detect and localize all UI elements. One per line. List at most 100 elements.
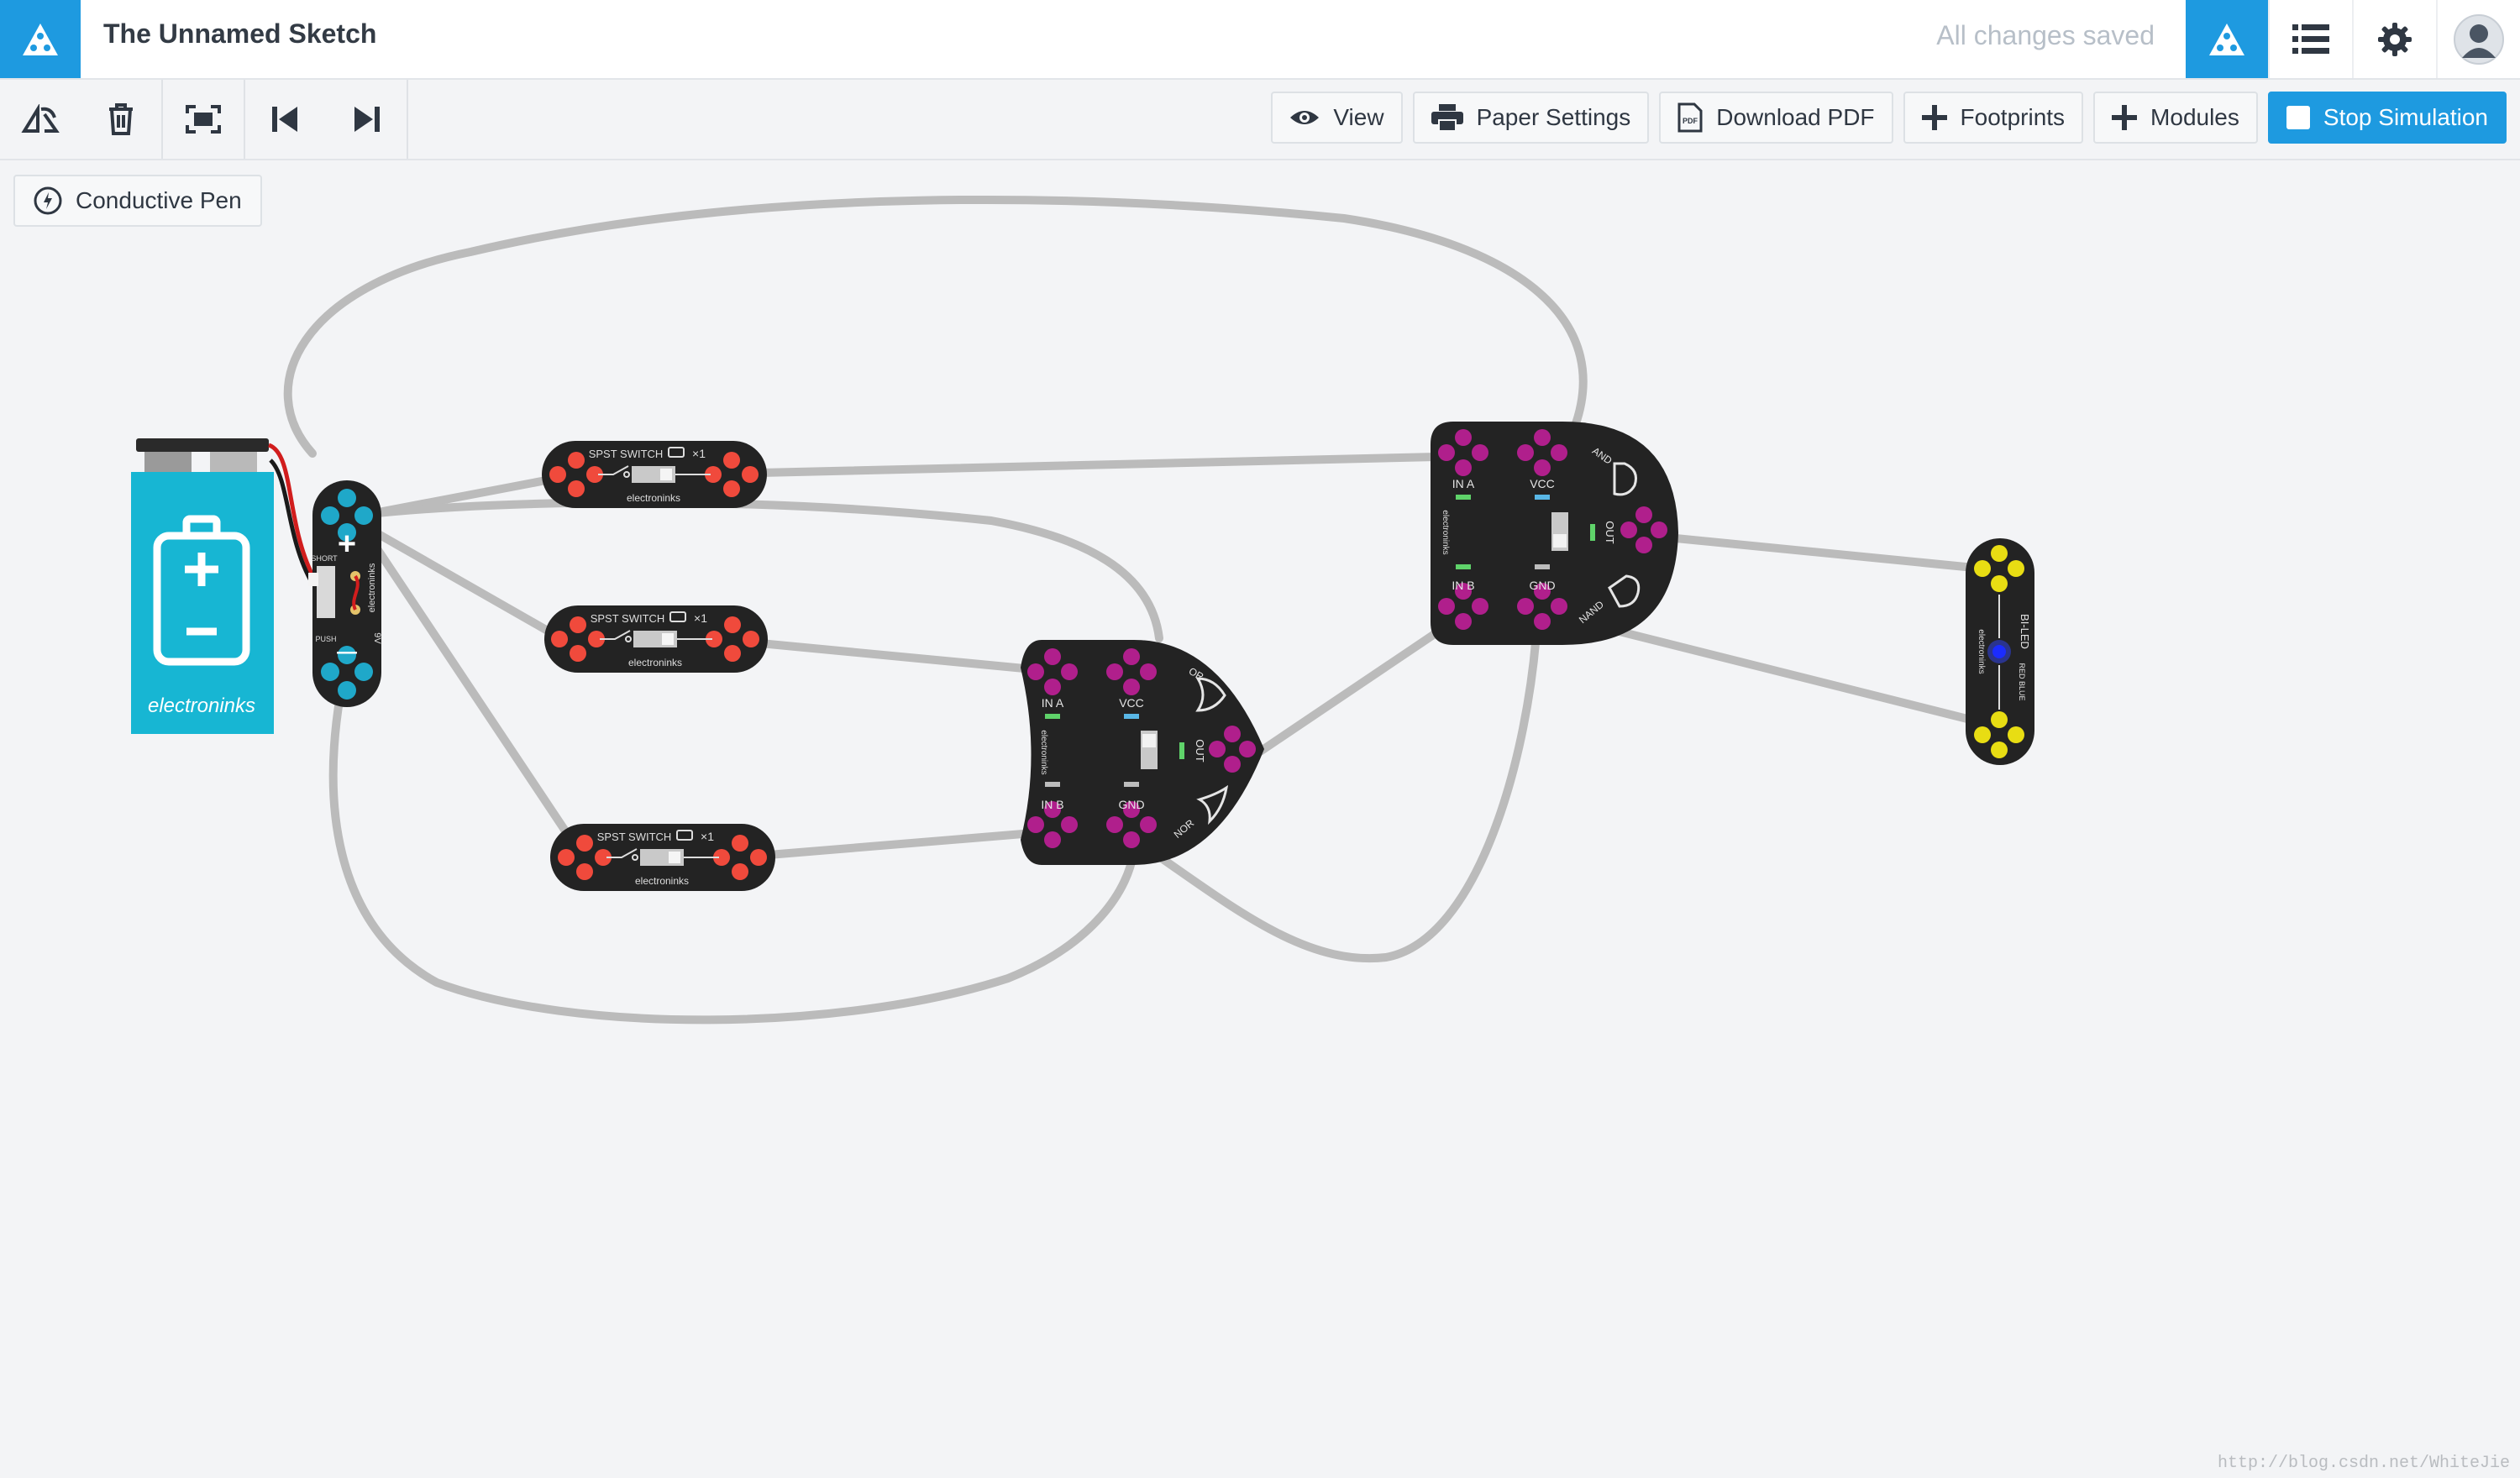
brand-label: electroninks — [628, 657, 682, 668]
wire[interactable] — [365, 525, 550, 634]
download-pdf-label: Download PDF — [1716, 104, 1875, 130]
power-module[interactable]: + — SHORT PUSH electroninks 9V — [308, 480, 382, 707]
settings-button[interactable] — [2352, 0, 2436, 78]
modules-button[interactable]: Modules — [2093, 92, 2258, 144]
logo-icon — [23, 23, 58, 55]
pad — [321, 489, 373, 700]
brand-label: electroninks — [635, 875, 689, 887]
user-avatar-icon — [2454, 13, 2504, 65]
conductive-pen-button[interactable]: Conductive Pen — [13, 175, 262, 227]
rotate-button[interactable] — [0, 80, 81, 159]
skip-back-icon — [272, 107, 297, 132]
list-icon — [2292, 24, 2329, 54]
stop-square-icon — [2286, 106, 2310, 129]
switch-label: SPST SWITCH — [591, 612, 665, 625]
brand-label: electroninks — [627, 492, 680, 504]
wire[interactable] — [1609, 626, 1978, 725]
wire[interactable] — [365, 498, 1163, 642]
in-a-label: IN A — [1042, 696, 1064, 710]
download-pdf-button[interactable]: PDF Download PDF — [1659, 92, 1893, 144]
pad — [1027, 648, 1256, 848]
wire[interactable] — [283, 195, 1588, 458]
spst-switch-2[interactable]: SPST SWITCH ×1 electroninks — [544, 605, 768, 673]
pad — [1974, 545, 2024, 758]
view-label: View — [1333, 104, 1384, 130]
gnd-label: GND — [1118, 798, 1144, 811]
toolbar-divider — [244, 80, 245, 159]
switch-label: SPST SWITCH — [589, 448, 664, 460]
fit-to-screen-button[interactable] — [163, 80, 244, 159]
circuit-canvas[interactable]: electroninks + — SHORT PUSH electroninks… — [0, 160, 2520, 1478]
sketch-title[interactable]: The Unnamed Sketch — [103, 18, 377, 49]
ink-drop-icon — [34, 186, 62, 215]
switch-label: SHORT — [311, 554, 338, 563]
skip-forward-icon — [354, 107, 380, 132]
switch-count: ×1 — [694, 611, 707, 625]
switch-count: ×1 — [701, 830, 714, 843]
battery-brand: electroninks — [148, 694, 255, 717]
vcc-label: VCC — [1530, 477, 1555, 490]
fit-screen-icon — [186, 105, 221, 134]
and-gate-icon — [1613, 462, 1637, 496]
brand-label: electroninks — [1977, 629, 1986, 673]
or-gate-icon — [1195, 677, 1226, 712]
pad — [551, 616, 759, 662]
nor-gate-icon — [1196, 784, 1229, 825]
wire[interactable] — [756, 639, 1037, 673]
pdf-badge: PDF — [1683, 117, 1698, 125]
out-label: OUT — [1604, 521, 1616, 544]
wires — [283, 195, 1978, 1025]
rotate-icon — [21, 104, 60, 133]
wire[interactable] — [1155, 617, 1541, 963]
brand-label: electroninks — [367, 563, 377, 612]
watermark: http://blog.csdn.net/WhiteJie — [2217, 1454, 2510, 1473]
in-a-label: IN A — [1452, 477, 1475, 490]
pad — [558, 835, 767, 880]
wire[interactable] — [1663, 533, 1978, 572]
brand-label: electroninks — [1441, 510, 1450, 554]
bi-led-label: BI-LED — [2019, 614, 2031, 649]
pdf-file-icon: PDF — [1677, 102, 1703, 133]
out-label: OUT — [1194, 739, 1206, 763]
wire[interactable] — [756, 453, 1441, 477]
bi-led-sublabel: RED BLUE — [2018, 663, 2026, 700]
list-button[interactable] — [2268, 0, 2352, 78]
gnd-label: GND — [1529, 579, 1555, 592]
printer-icon — [1431, 104, 1463, 131]
bi-led-module[interactable]: BI-LED RED BLUE electroninks — [1966, 538, 2034, 765]
stop-simulation-button[interactable]: Stop Simulation — [2267, 92, 2507, 144]
plus-symbol: + — [338, 527, 356, 562]
spst-switch-3[interactable]: SPST SWITCH ×1 electroninks — [550, 824, 775, 891]
logo-icon — [2209, 23, 2244, 55]
spst-switch-1[interactable]: SPST SWITCH ×1 electroninks — [542, 441, 767, 508]
wire[interactable] — [1256, 617, 1457, 756]
footprints-button[interactable]: Footprints — [1903, 92, 2084, 144]
paper-settings-button[interactable]: Paper Settings — [1412, 92, 1650, 144]
view-button[interactable]: View — [1271, 92, 1403, 144]
conductive-pen-label: Conductive Pen — [76, 187, 242, 213]
brand-label: electroninks — [1039, 730, 1048, 774]
circuits-button[interactable] — [2186, 0, 2268, 78]
wire[interactable] — [764, 829, 1037, 859]
switch-label: SPST SWITCH — [597, 831, 672, 843]
logic-gate-or-nor[interactable]: IN A VCC IN B GND OUT OR NOR electronink… — [1021, 640, 1264, 865]
step-forward-button[interactable] — [326, 80, 407, 159]
paper-settings-label: Paper Settings — [1476, 104, 1631, 130]
account-button[interactable] — [2436, 0, 2520, 78]
save-status: All changes saved — [1936, 20, 2155, 50]
voltage-label: 9V — [372, 632, 382, 644]
toolbar-divider — [407, 80, 408, 159]
app-logo[interactable] — [0, 0, 81, 78]
wire[interactable] — [365, 533, 575, 844]
logic-gate-and-nand[interactable]: IN A VCC IN B GND OUT AND NAND electroni… — [1431, 422, 1678, 645]
plus-icon — [1921, 105, 1947, 130]
stop-simulation-label: Stop Simulation — [2323, 104, 2488, 130]
wire[interactable] — [328, 691, 1138, 1025]
eye-icon — [1290, 111, 1320, 124]
switch-count: ×1 — [692, 447, 706, 460]
battery-module[interactable]: electroninks — [131, 438, 315, 734]
delete-button[interactable] — [81, 80, 161, 159]
modules-label: Modules — [2150, 104, 2239, 130]
step-back-button[interactable] — [245, 80, 326, 159]
blue-led — [1992, 645, 2006, 658]
